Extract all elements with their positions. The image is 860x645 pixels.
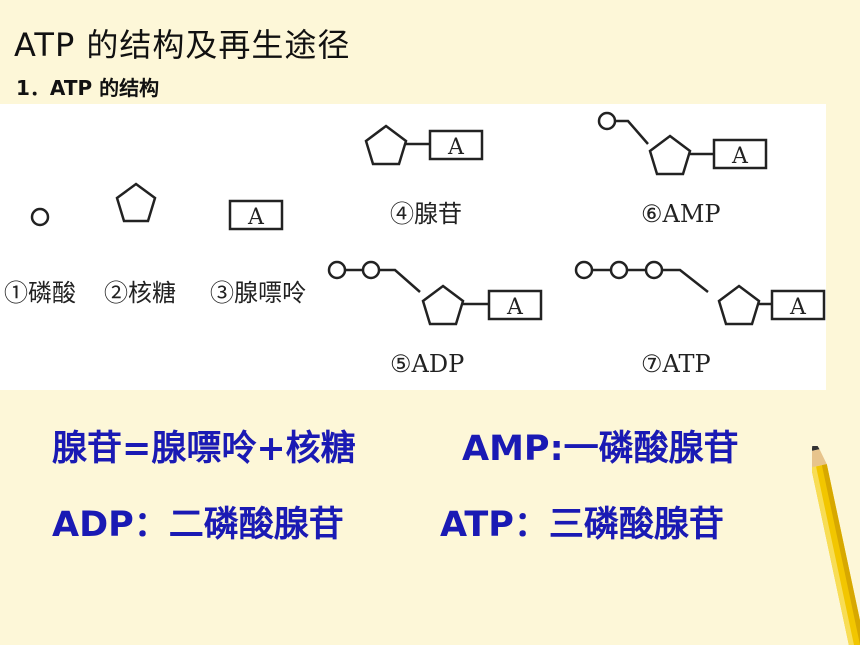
summary-atp: ATP：三磷酸腺苷 <box>440 505 724 545</box>
adp-ribose-symbol <box>421 284 465 326</box>
adp-adenine-symbol <box>487 289 543 321</box>
summary-adenosine: 腺苷=腺嘌呤+核糖 <box>52 429 356 469</box>
pencil-icon <box>812 446 860 645</box>
atp-letter: A <box>789 295 807 320</box>
adp-phosphate-1-symbol <box>327 260 347 280</box>
summary-adp: ADP：二磷酸腺苷 <box>52 505 344 545</box>
adenosine-adenine-symbol <box>428 129 484 161</box>
amp-ribose-symbol <box>648 134 692 176</box>
adenine-symbol <box>228 199 284 231</box>
atp-phosphate-1-symbol <box>574 260 594 280</box>
summary-amp: AMP:一磷酸腺苷 <box>462 429 739 469</box>
atp-structure-diagram: A A A A A ①磷酸 ②核糖 ③腺嘌呤 ④腺苷 ⑥AMP ⑤ADP ⑦AT… <box>0 104 826 390</box>
adenosine-ribose-symbol <box>364 124 408 166</box>
amp-adenine-symbol <box>712 138 768 170</box>
label-adp: ⑤ADP <box>390 350 464 378</box>
slide-subtitle: 1．ATP 的结构 <box>16 76 160 100</box>
label-amp: ⑥AMP <box>641 200 721 228</box>
atp-phosphate-3-symbol <box>644 260 664 280</box>
label-adenine: ③腺嘌呤 <box>210 279 306 307</box>
adenine-letter: A <box>247 205 265 230</box>
atp-phosphate-2-symbol <box>609 260 629 280</box>
label-ribose: ②核糖 <box>104 279 176 307</box>
ribose-symbol <box>115 182 157 223</box>
label-adenosine: ④腺苷 <box>390 200 462 228</box>
slide-title: ATP 的结构及再生途径 <box>14 26 351 64</box>
adenosine-letter: A <box>447 135 465 160</box>
adp-letter: A <box>506 295 524 320</box>
atp-adenine-symbol <box>770 289 826 321</box>
atp-ribose-symbol <box>717 284 761 326</box>
amp-phosphate-symbol <box>597 111 617 131</box>
phosphate-symbol <box>30 207 50 227</box>
label-atp: ⑦ATP <box>641 350 711 378</box>
adp-phosphate-2-symbol <box>361 260 381 280</box>
amp-letter: A <box>731 144 749 169</box>
label-phosphate: ①磷酸 <box>4 279 76 307</box>
